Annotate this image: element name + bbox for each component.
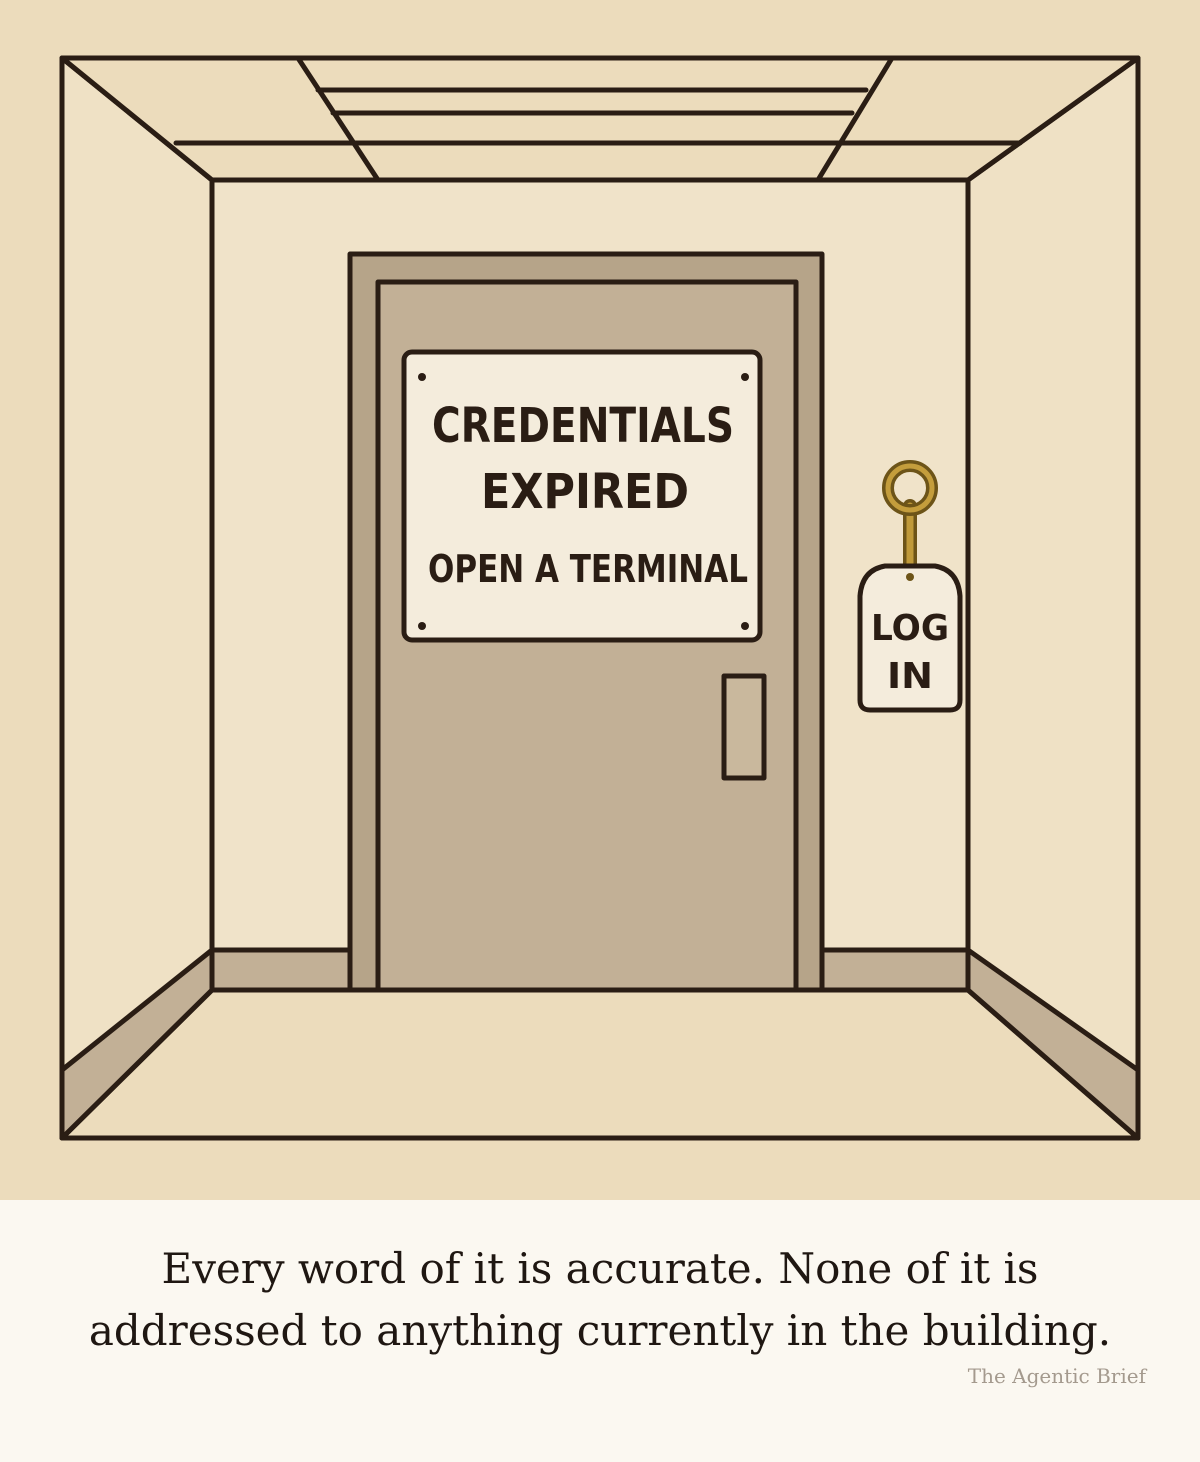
baseboard-back-left [209, 947, 353, 993]
publication-credit: The Agentic Brief [967, 1364, 1146, 1388]
caption-line-1: Every word of it is accurate. None of it… [161, 1244, 1039, 1293]
tag-line-log: LOG [871, 608, 949, 649]
caption-panel: Every word of it is accurate. None of it… [0, 1200, 1200, 1462]
baseboard-back-right [819, 947, 971, 993]
sign-line-expired: EXPIRED [481, 464, 689, 520]
baseboard-left [59, 947, 215, 1141]
caption: Every word of it is accurate. None of it… [40, 1238, 1160, 1362]
caption-line-2: addressed to anything currently in the b… [88, 1306, 1112, 1355]
floor [59, 987, 1141, 1141]
sign-line-open-terminal: OPEN A TERMINAL [428, 547, 748, 591]
door-sign [401, 349, 763, 643]
door-handle [721, 673, 767, 781]
tag-line-in: IN [887, 656, 933, 697]
ceiling [59, 55, 1141, 183]
door-tag [857, 563, 963, 713]
baseboard-right [965, 947, 1141, 1141]
sign-line-credentials: CREDENTIALS [432, 398, 734, 454]
cartoon-illustration: CREDENTIALS EXPIRED OPEN A TERMINAL LOG … [0, 0, 1200, 1200]
corridor-scene: CREDENTIALS EXPIRED OPEN A TERMINAL LOG … [59, 55, 1141, 1141]
